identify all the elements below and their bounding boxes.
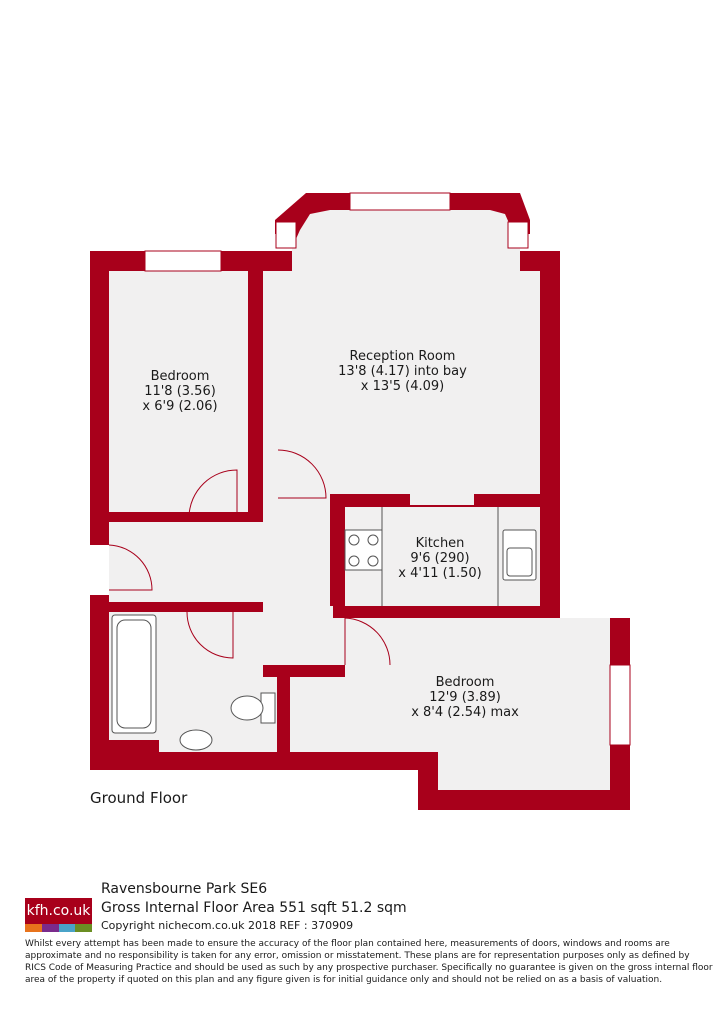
hob-ring-3 <box>348 555 360 567</box>
wall-bed1-hall <box>109 512 189 522</box>
room-dimension: 12'9 (3.89) <box>429 690 501 705</box>
door-entrance <box>108 544 153 591</box>
label-kitchen: Kitchen 9'6 (290) x 4'11 (1.50) <box>380 536 500 581</box>
floors <box>109 210 610 790</box>
room-name: Kitchen <box>415 536 465 551</box>
room-dimension: 11'8 (3.56) <box>144 384 216 399</box>
room-dimension: 9'6 (290) <box>410 551 470 566</box>
window-bedroom-2 <box>609 664 631 746</box>
hob-ring-2 <box>367 534 379 546</box>
room-dimension: 13'8 (4.17) into bay <box>338 364 467 379</box>
room-name: Reception Room <box>349 349 456 364</box>
room-dimension: x 6'9 (2.06) <box>142 399 218 414</box>
room-name: Bedroom <box>150 369 210 384</box>
wall-hall-stub <box>263 665 293 677</box>
room-dimension: x 8'4 (2.54) max <box>411 705 519 720</box>
wall-bed1-reception <box>248 271 263 501</box>
door-bedroom-2 <box>344 617 391 666</box>
logo-stripe <box>58 924 76 932</box>
label-bedroom-2: Bedroom 12'9 (3.89) x 8'4 (2.54) max <box>390 675 540 720</box>
wall-bath-bed2 <box>277 665 290 752</box>
logo-stripes <box>25 924 92 932</box>
room-dimension: x 4'11 (1.50) <box>398 566 482 581</box>
room-name: Bedroom <box>435 675 495 690</box>
sink-basin <box>506 547 533 577</box>
washbasin <box>179 729 213 751</box>
bathtub-inner <box>116 619 152 729</box>
door-reception <box>277 449 327 499</box>
windows <box>90 192 631 746</box>
wall-kitchen-bottom <box>345 606 560 618</box>
entrance-gap <box>90 545 109 595</box>
window-bay-right <box>507 221 529 249</box>
property-address: Ravensbourne Park SE6 <box>101 881 268 897</box>
wall-kitchen-top-right <box>474 494 540 506</box>
wall-hall-bath <box>109 602 159 612</box>
fixtures <box>111 507 537 751</box>
floor-hall <box>109 490 345 665</box>
window-bay-left <box>275 221 297 249</box>
wall-bath-left-block <box>90 740 159 770</box>
floor-bedroom-1 <box>109 271 248 512</box>
room-dimension: x 13'5 (4.09) <box>360 379 445 394</box>
logo-stripe <box>75 924 92 932</box>
hob-ring-1 <box>348 534 360 546</box>
logo-stripe <box>25 924 42 932</box>
floor-bedroom-2 <box>290 618 610 790</box>
wall-kitchen-top-left <box>330 494 410 506</box>
door-bathroom <box>186 611 234 659</box>
label-bedroom-1: Bedroom 11'8 (3.56) x 6'9 (2.06) <box>120 369 240 414</box>
door-bedroom-1 <box>188 469 238 517</box>
kfh-logo[interactable]: kfh.co.uk <box>25 898 92 932</box>
toilet-bowl <box>230 695 264 721</box>
floor-kitchen <box>345 507 540 606</box>
property-info: Ravensbourne Park SE6 Gross Internal Flo… <box>101 880 407 934</box>
label-reception: Reception Room 13'8 (4.17) into bay x 13… <box>320 349 485 394</box>
window-bedroom-1 <box>144 250 222 272</box>
floor-reception <box>263 210 540 505</box>
wall-hall-bath-2 <box>234 602 263 612</box>
hob-ring-4 <box>367 555 379 567</box>
wall-kitchen-left <box>333 505 345 618</box>
interior-walls <box>90 271 560 770</box>
door-swings <box>108 449 391 666</box>
floor-area: Gross Internal Floor Area 551 sqft 51.2 … <box>101 900 407 916</box>
floor-label: Ground Floor <box>90 789 188 807</box>
window-bay-centre <box>349 192 451 211</box>
logo-stripe <box>41 924 59 932</box>
copyright: Copyright nichecom.co.uk 2018 REF : 3709… <box>101 919 354 932</box>
disclaimer: Whilst every attempt has been made to en… <box>25 939 713 985</box>
logo-text: kfh.co.uk <box>25 898 92 924</box>
